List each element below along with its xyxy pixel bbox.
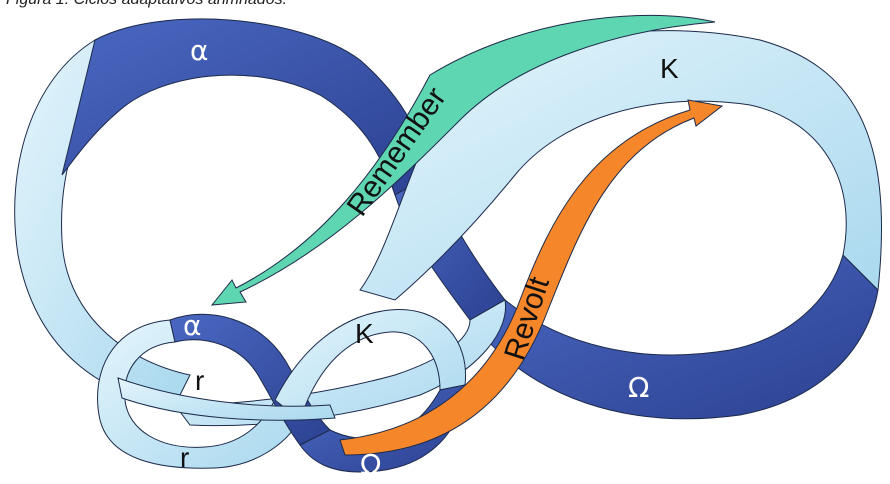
small-r-lower-label: r <box>180 442 189 473</box>
small-k-label: K <box>355 318 374 349</box>
remember-arrow <box>210 14 716 306</box>
small-cycle-r-band <box>117 377 336 421</box>
small-alpha-label: α <box>183 309 201 342</box>
large-cycle-k-band <box>359 30 882 301</box>
small-r-upper-label: r <box>195 365 204 396</box>
large-alpha-label: α <box>190 34 208 67</box>
figure-caption: Figura 1. Ciclos adaptativos anmnados. <box>6 0 287 9</box>
small-omega-label: Ω <box>360 448 381 481</box>
large-k-label: K <box>660 53 679 84</box>
revolt-arrow <box>339 99 724 456</box>
large-omega-label: Ω <box>628 371 649 404</box>
